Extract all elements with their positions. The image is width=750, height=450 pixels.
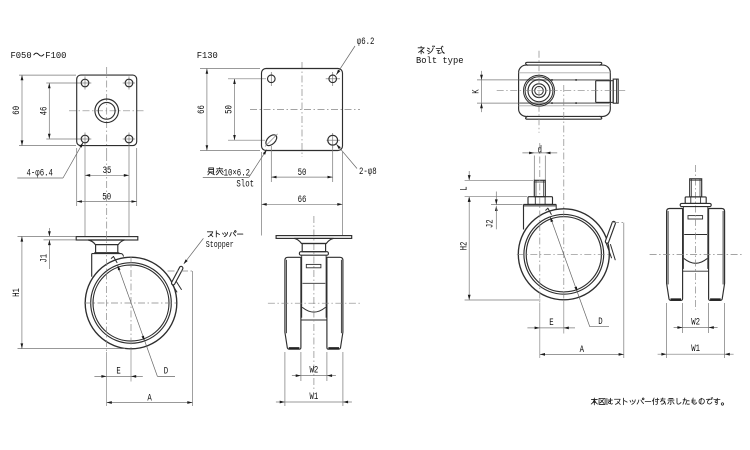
svg-text:66: 66 [298,194,307,205]
svg-text:F130: F130 [197,51,218,61]
svg-text:H2: H2 [458,242,469,251]
svg-text:L: L [458,186,469,190]
svg-text:H1: H1 [11,288,22,297]
svg-text:50: 50 [298,167,307,178]
svg-text:F100: F100 [45,51,66,61]
svg-text:D: D [598,316,602,327]
svg-text:4-φ6.4: 4-φ6.4 [27,167,53,178]
svg-text:W2: W2 [691,316,700,327]
svg-text:W2: W2 [309,365,318,376]
svg-text:φ6.2: φ6.2 [357,36,375,47]
svg-text:A: A [147,392,152,403]
svg-text:d: d [538,144,542,155]
svg-text:Bolt type: Bolt type [416,56,464,66]
svg-text:E: E [549,317,553,328]
svg-text:J1: J1 [39,254,50,263]
svg-text:60: 60 [11,106,22,115]
svg-text:J2: J2 [485,219,496,228]
svg-text:10×6.2: 10×6.2 [224,167,250,178]
svg-text:66: 66 [196,105,207,114]
svg-text:50: 50 [224,105,235,114]
svg-text:W1: W1 [691,343,700,354]
svg-text:W1: W1 [309,391,318,402]
svg-text:Stopper: Stopper [206,240,234,250]
svg-text:D: D [164,366,168,377]
svg-text:F050: F050 [11,51,32,61]
svg-text:A: A [580,344,585,355]
svg-text:E: E [116,366,120,377]
svg-text:Slot: Slot [236,178,254,189]
svg-text:K: K [471,89,482,94]
svg-text:2-φ8: 2-φ8 [359,166,377,177]
svg-text:46: 46 [38,107,49,116]
